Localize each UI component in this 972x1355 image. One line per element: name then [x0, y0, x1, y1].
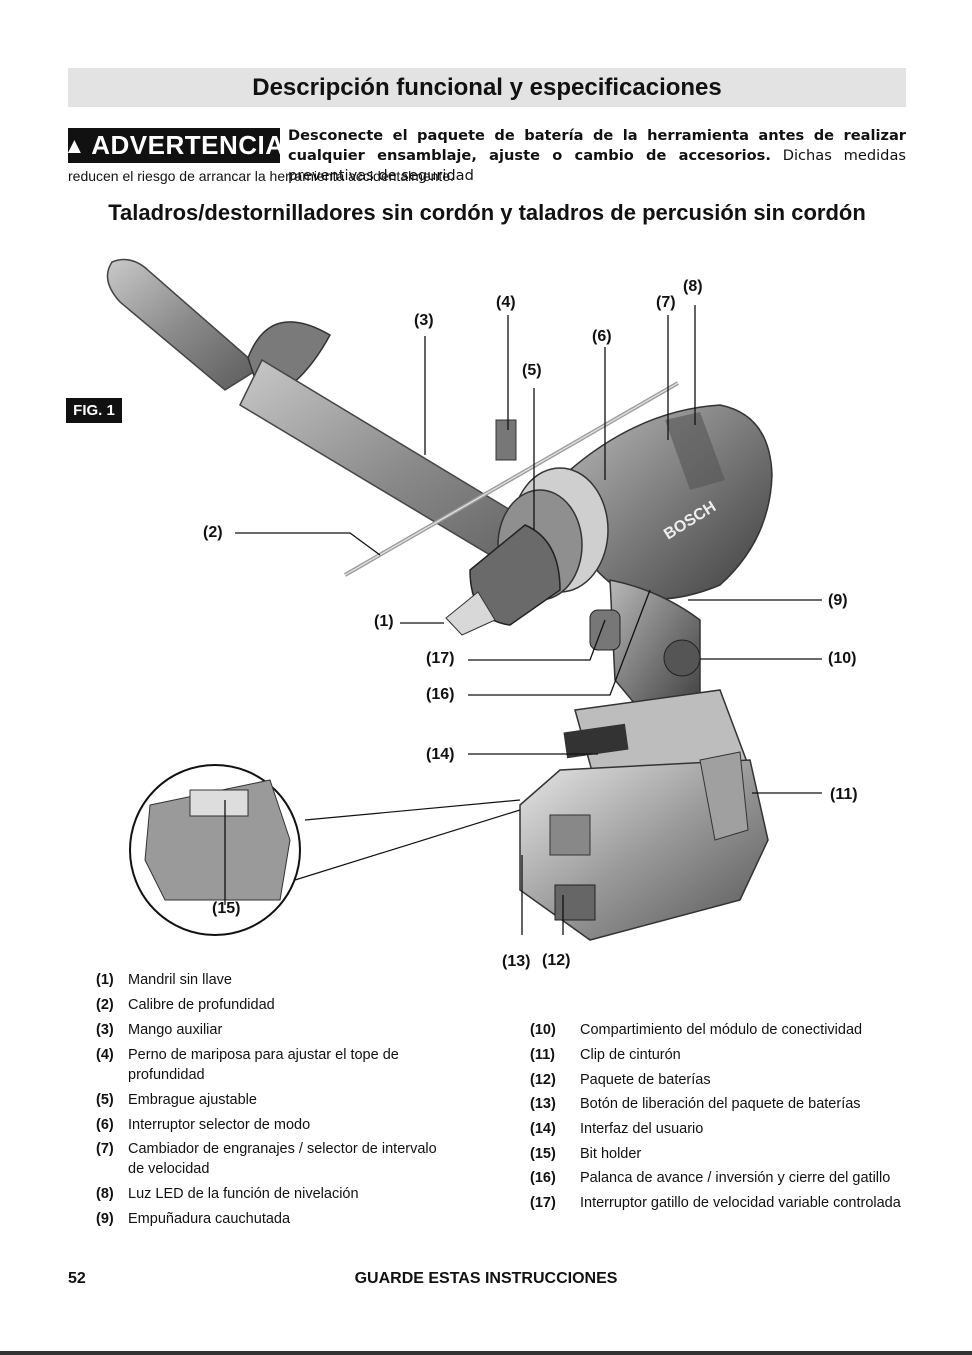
legend-item-4: (4)Perno de mariposa para ajustar el top…: [96, 1047, 399, 1083]
legend-item-17: (17)Interruptor gatillo de velocidad var…: [530, 1195, 901, 1211]
callout-16: (16): [426, 686, 455, 703]
callout-8: (8): [683, 278, 703, 295]
callout-9: (9): [828, 592, 848, 609]
legend-item-16: (16)Palanca de avance / inversión y cier…: [530, 1170, 891, 1186]
warning-label: ADVERTENCIA: [91, 130, 285, 160]
legend-item-5: (5)Embrague ajustable: [96, 1092, 257, 1108]
callout-14: (14): [426, 746, 455, 763]
section-title: Descripción funcional y especificaciones: [252, 73, 722, 101]
legend-item-15: (15)Bit holder: [530, 1146, 642, 1162]
bottom-rule: [0, 1351, 972, 1355]
callout-3: (3): [414, 312, 434, 329]
page-number: 52: [68, 1270, 86, 1287]
callout-17: (17): [426, 650, 455, 667]
callout-15: (15): [212, 900, 241, 917]
callout-4: (4): [496, 294, 516, 311]
legend-item-7: (7)Cambiador de engranajes / selector de…: [96, 1141, 437, 1177]
callout-5: (5): [522, 362, 542, 379]
callout-6: (6): [592, 328, 612, 345]
warning-badge: ▲ ADVERTENCIA: [63, 128, 284, 163]
motor-housing: [567, 404, 773, 600]
legend-item-14: (14)Interfaz del usuario: [530, 1121, 704, 1137]
warning-text-end: reducen el riesgo de arrancar la herrami…: [68, 168, 454, 184]
legend-item-6: (6)Interruptor selector de modo: [96, 1117, 311, 1133]
legend-item-2: (2)Calibre de profundidad: [96, 997, 275, 1013]
legend-item-11: (11)Clip de cinturón: [530, 1047, 681, 1063]
callout-11: (11): [830, 786, 858, 803]
callout-10: (10): [828, 650, 857, 667]
callout-12: (12): [542, 952, 571, 969]
legend-item-9: (9)Empuñadura cauchutada: [96, 1211, 291, 1227]
legend-item-12: (12)Paquete de baterías: [530, 1072, 711, 1088]
section-header: Descripción funcional y especificaciones: [68, 68, 906, 107]
footer-text: GUARDE ESTAS INSTRUCCIONES: [354, 1270, 618, 1287]
callout-1: (1): [374, 613, 394, 630]
callout-13: (13): [502, 953, 531, 970]
legend-item-3: (3)Mango auxiliar: [96, 1022, 223, 1038]
figure-label: FIG. 1: [66, 398, 122, 423]
warning-bold-text: Desconecte el paquete de batería de la h…: [288, 127, 906, 164]
callout-7: (7): [656, 294, 676, 311]
callout-2: (2): [203, 524, 223, 541]
legend-item-10: (10)Compartimiento del módulo de conecti…: [530, 1022, 863, 1038]
warning-triangle-icon: ▲: [63, 132, 86, 158]
legend-item-1: (1)Mandril sin llave: [96, 972, 232, 988]
legend-item-13: (13)Botón de liberación del paquete de b…: [530, 1096, 861, 1112]
drill-illustration: BOSCH: [106, 258, 822, 941]
warning-text-start: Dichas medidas preventivas de seguridad: [288, 147, 906, 184]
aux-handle: [106, 258, 262, 391]
legend-item-8: (8)Luz LED de la función de nivelación: [96, 1186, 359, 1202]
page-subtitle: Taladros/destornilladores sin cordón y t…: [108, 200, 866, 225]
warning-text: Desconecte el paquete de batería de la h…: [288, 126, 906, 186]
